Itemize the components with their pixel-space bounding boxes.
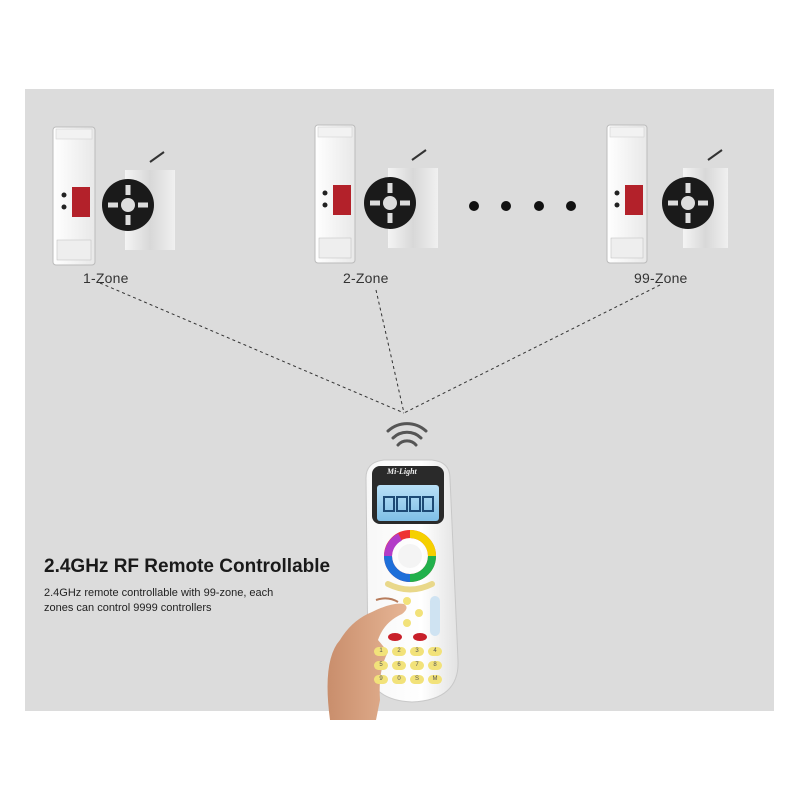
down-button[interactable] <box>403 619 411 627</box>
zone-2-device <box>314 124 438 264</box>
zone-1-device <box>52 126 175 266</box>
keypad-button-3[interactable]: 3 <box>410 647 424 656</box>
keypad-button-8[interactable]: 8 <box>428 661 442 670</box>
headline: 2.4GHz RF Remote Controllable <box>44 556 331 577</box>
keypad-button-7[interactable]: 7 <box>410 661 424 670</box>
keypad-button-6[interactable]: 6 <box>392 661 406 670</box>
up-button[interactable] <box>403 597 411 605</box>
led-strip-reel <box>364 149 438 248</box>
color-wheel[interactable] <box>384 530 436 582</box>
remote-control <box>365 459 459 703</box>
keypad-button-M[interactable]: M <box>428 675 442 684</box>
lcd-digits <box>383 496 434 512</box>
description-line-2: zones can control 9999 controllers <box>44 602 212 614</box>
brightness-slider[interactable] <box>430 596 440 636</box>
off-button[interactable] <box>388 633 402 641</box>
ellipsis-dots <box>469 201 576 211</box>
keypad-button-5[interactable]: 5 <box>374 661 388 670</box>
zone-label-99: 99-Zone <box>634 270 688 286</box>
zone-label-2: 2-Zone <box>343 270 389 286</box>
hand <box>327 597 407 720</box>
zone-99-device <box>606 124 728 264</box>
temperature-slider[interactable] <box>385 581 435 593</box>
keypad-button-S[interactable]: S <box>410 675 424 684</box>
controller-box <box>606 124 648 264</box>
signal-lines <box>99 282 661 414</box>
on-button[interactable] <box>413 633 427 641</box>
controller-box <box>52 126 96 266</box>
zone-label-1: 1-Zone <box>83 270 129 286</box>
keypad-button-4[interactable]: 4 <box>428 647 442 656</box>
keypad-button-1[interactable]: 1 <box>374 647 388 656</box>
led-strip-reel <box>662 149 728 248</box>
description-line-1: 2.4GHz remote controllable with 99-zone,… <box>44 587 274 599</box>
keypad-button-2[interactable]: 2 <box>392 647 406 656</box>
right-button[interactable] <box>415 609 423 617</box>
controller-box <box>314 124 356 264</box>
keypad-button-0[interactable]: 0 <box>392 675 406 684</box>
remote-brand: Mi-Light <box>387 467 417 476</box>
description: 2.4GHz remote controllable with 99-zone,… <box>44 586 324 616</box>
wireless-signal-icon <box>386 422 428 447</box>
led-strip-reel <box>102 151 175 250</box>
keypad-button-9[interactable]: 9 <box>374 675 388 684</box>
